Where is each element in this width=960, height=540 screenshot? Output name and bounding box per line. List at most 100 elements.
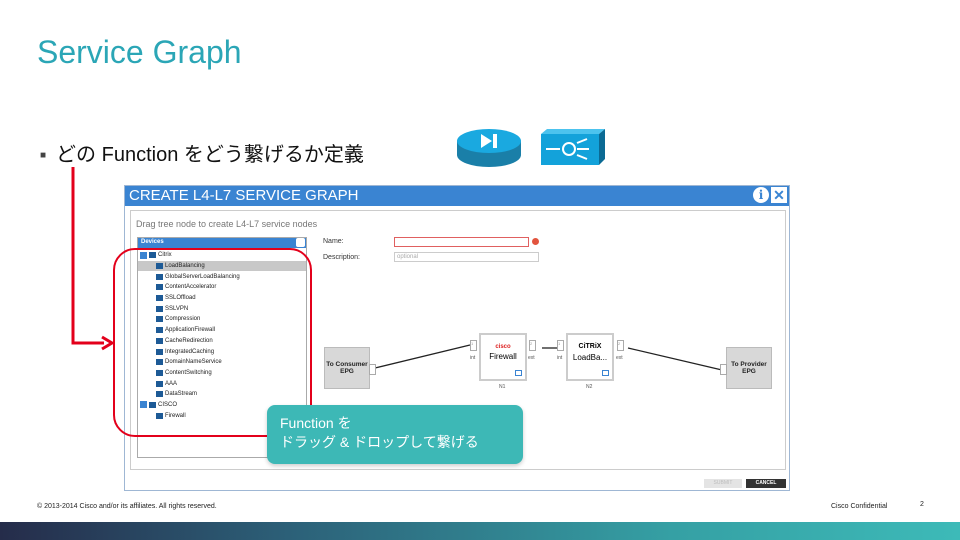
dialog-title-bar: CREATE L4-L7 SERVICE GRAPH i✕ <box>125 186 789 206</box>
tree-item[interactable]: Compression <box>138 314 306 325</box>
tree-item[interactable]: IntegratedCaching <box>138 346 306 357</box>
refresh-icon[interactable] <box>296 238 305 247</box>
node-name: LoadBa... <box>572 353 608 362</box>
item-label: AAA <box>165 380 178 387</box>
item-label: DomainNameService <box>165 359 222 366</box>
router-icon <box>457 129 521 167</box>
description-label: Description: <box>323 254 360 261</box>
item-label: ApplicationFirewall <box>165 327 216 334</box>
item-label: SSLVPN <box>165 305 189 312</box>
edit-icon[interactable] <box>602 370 609 376</box>
dialog-content <box>130 210 786 470</box>
edit-icon[interactable] <box>515 370 522 376</box>
item-label: GlobalServerLoadBalancing <box>165 273 240 280</box>
dialog-title: CREATE L4-L7 SERVICE GRAPH <box>129 187 359 204</box>
submit-button[interactable]: SUBMIT <box>704 479 742 488</box>
load-balancer-icon <box>541 129 605 165</box>
item-label: ContentSwitching <box>165 369 212 376</box>
function-icon <box>156 380 163 387</box>
item-label: IntegratedCaching <box>165 348 215 355</box>
node-firewall[interactable]: cisco Firewall <box>479 333 527 381</box>
node-id: N2 <box>586 384 593 390</box>
tree-item[interactable]: SSLOffload <box>138 293 306 304</box>
tree-item[interactable]: CacheRedirection <box>138 336 306 347</box>
error-icon <box>532 238 539 245</box>
item-label: CacheRedirection <box>165 337 213 344</box>
function-icon <box>156 327 163 334</box>
device-icon <box>149 252 156 259</box>
tree-group[interactable]: Citrix <box>138 250 306 261</box>
function-icon <box>156 263 163 270</box>
n2-port-out[interactable]: 2 <box>617 340 624 351</box>
item-label: SSLOffload <box>165 295 196 302</box>
tree-group[interactable]: CISCO <box>138 400 306 411</box>
consumer-epg[interactable]: To Consumer EPG <box>324 347 370 389</box>
item-label: DataStream <box>165 391 198 398</box>
tree-item[interactable]: AAA <box>138 378 306 389</box>
tree-item[interactable]: Firewall <box>138 410 306 421</box>
n2-ext-label: ext <box>616 355 623 361</box>
graph-links <box>374 344 723 371</box>
node-loadbalancer[interactable]: CiTRiX LoadBa... <box>566 333 614 381</box>
item-label: Firewall <box>165 412 186 419</box>
citrix-logo: CiTRiX <box>578 343 602 350</box>
callout: Function を ドラッグ & ドロップして繋げる <box>267 405 523 464</box>
cancel-button[interactable]: CANCEL <box>746 479 786 488</box>
page-number: 2 <box>920 501 924 508</box>
footer-bar <box>0 522 960 540</box>
collapse-icon[interactable] <box>140 251 147 259</box>
provider-epg[interactable]: To Provider EPG <box>726 347 772 389</box>
devices-header: Devices <box>138 238 306 248</box>
function-icon <box>156 359 163 366</box>
function-icon <box>156 369 163 376</box>
tree-item[interactable]: LoadBalancing <box>138 260 306 272</box>
collapse-icon[interactable] <box>140 401 147 409</box>
n1-port-in[interactable]: 1 <box>470 340 477 351</box>
function-icon <box>156 337 163 344</box>
n1-int-label: int <box>470 355 476 361</box>
n1-port-out[interactable]: 2 <box>529 340 536 351</box>
close-icon[interactable]: ✕ <box>771 187 787 203</box>
tree-item[interactable]: DataStream <box>138 389 306 400</box>
red-arrow-icon <box>71 167 115 351</box>
tree-item[interactable]: GlobalServerLoadBalancing <box>138 271 306 282</box>
group-label: CISCO <box>158 401 178 408</box>
function-icon <box>156 284 163 291</box>
function-icon <box>156 412 163 419</box>
callout-line1: Function を <box>280 415 352 431</box>
node-id: N1 <box>499 384 506 390</box>
name-input[interactable] <box>394 237 529 247</box>
function-icon <box>156 295 163 302</box>
item-label: Compression <box>165 316 201 323</box>
tree-item[interactable]: ContentSwitching <box>138 368 306 379</box>
confidential-label: Cisco Confidential <box>831 503 888 510</box>
n2-port-in[interactable]: 1 <box>557 340 564 351</box>
function-icon <box>156 391 163 398</box>
consumer-port[interactable] <box>369 364 376 375</box>
provider-port[interactable] <box>720 364 727 375</box>
device-icon <box>149 401 156 408</box>
slide-title: Service Graph <box>37 34 242 70</box>
node-name: Firewall <box>489 352 517 361</box>
tree-item[interactable]: ContentAccelerator <box>138 282 306 293</box>
group-label: Citrix <box>158 252 172 259</box>
drag-hint: Drag tree node to create L4-L7 service n… <box>136 219 318 229</box>
item-label: LoadBalancing <box>165 263 205 270</box>
function-icon <box>156 348 163 355</box>
name-label: Name: <box>323 238 344 245</box>
tree-item[interactable]: DomainNameService <box>138 357 306 368</box>
bullet-label: どの Function をどう繋げるか定義 <box>56 144 364 166</box>
item-label: ContentAccelerator <box>165 284 217 291</box>
tree-item[interactable]: SSLVPN <box>138 303 306 314</box>
n2-int-label: int <box>557 355 563 361</box>
copyright: © 2013-2014 Cisco and/or its affiliates.… <box>37 503 217 510</box>
info-icon[interactable]: i <box>753 187 769 203</box>
function-icon <box>156 316 163 323</box>
function-icon <box>156 273 163 280</box>
tree-item[interactable]: ApplicationFirewall <box>138 325 306 336</box>
bullet-text: ■どの Function をどう繋げるか定義 <box>40 144 364 166</box>
function-icon <box>156 305 163 312</box>
description-input[interactable]: optional <box>394 252 539 262</box>
n1-ext-label: ext <box>528 355 535 361</box>
cisco-logo: cisco <box>495 344 511 350</box>
